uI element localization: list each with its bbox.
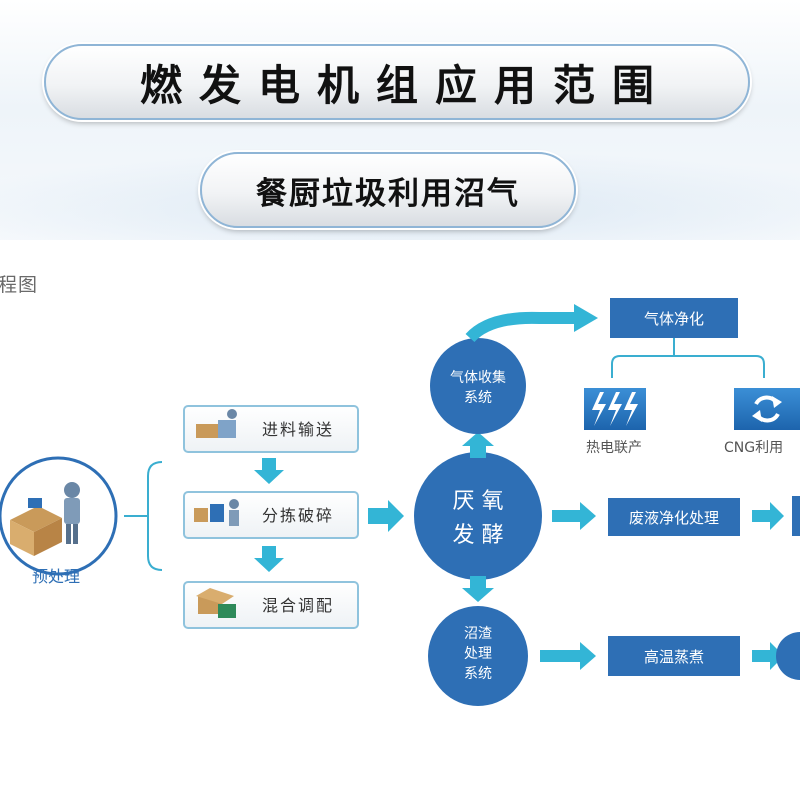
worker-icon xyxy=(10,482,80,556)
title-banner: 燃发电机组应用范围 xyxy=(44,44,750,120)
gas-collection-circle xyxy=(430,338,526,434)
curved-arrow-head xyxy=(574,304,598,332)
lightning-icon xyxy=(592,392,638,426)
residue-next-stage-edge xyxy=(776,632,800,680)
arrow-down-residue xyxy=(462,576,494,602)
step-mix-label: 混合调配 xyxy=(262,596,334,615)
liquid-treatment-box: 废液净化处理 xyxy=(608,498,740,536)
step-sort-crush: 分拣破碎 xyxy=(183,491,359,539)
curved-arrow-body xyxy=(465,311,576,343)
gas-purification-label: 气体净化 xyxy=(644,310,704,328)
subtitle-banner: 餐厨垃圾利用沼气 xyxy=(200,152,576,228)
arrow-to-high-temp xyxy=(540,642,596,670)
gas-collection-node: 气体收集 系统 xyxy=(430,338,526,434)
step-feed-transport: 进料输送 xyxy=(183,405,359,453)
arrow-up-gas xyxy=(462,432,494,458)
bracket-connector xyxy=(124,461,163,571)
residue-label-line2: 处理 xyxy=(464,646,492,662)
page-subtitle: 餐厨垃圾利用沼气 xyxy=(256,175,520,212)
cng-label: CNG利用 xyxy=(724,440,783,456)
cng-node: CNG利用 xyxy=(724,388,800,456)
gas-collection-label-line2: 系统 xyxy=(464,390,492,406)
chp-node: 热电联产 xyxy=(584,388,646,456)
step-down-arrows xyxy=(254,458,284,572)
sorting-icon xyxy=(194,499,239,526)
liquid-next-stage-edge xyxy=(792,496,800,536)
process-flow-diagram: 预处理 进料输送 分拣破碎 混合调配 xyxy=(0,298,800,706)
anaerobic-digestion-node: 厌 氧 发 酵 xyxy=(414,452,542,580)
conveyor-icon xyxy=(196,409,237,438)
mixing-icon xyxy=(196,588,236,618)
step-feed-label: 进料输送 xyxy=(262,420,334,439)
arrow-liquid-out xyxy=(752,502,784,530)
digestion-label-line2: 发 酵 xyxy=(453,523,504,548)
branch-connector xyxy=(611,338,765,378)
chp-label: 热电联产 xyxy=(586,440,642,456)
residue-node: 沼渣 处理 系统 xyxy=(428,606,528,706)
pretreatment-label: 预处理 xyxy=(32,567,80,586)
digestion-label-line1: 厌 氧 xyxy=(453,489,504,514)
refresh-icon-bg xyxy=(734,388,800,430)
arrow-down-2 xyxy=(254,546,284,572)
high-temp-label: 高温蒸煮 xyxy=(644,648,704,666)
arrow-down-1 xyxy=(254,458,284,484)
residue-label-line1: 沼渣 xyxy=(464,626,492,642)
arrow-to-liquid xyxy=(552,502,596,530)
page-title: 燃发电机组应用范围 xyxy=(139,60,671,110)
cropped-caption: 程图 xyxy=(0,274,39,296)
step-mix-blend: 混合调配 xyxy=(183,581,359,629)
digestion-circle xyxy=(414,452,542,580)
gas-purification-box: 气体净化 xyxy=(610,298,738,338)
arrow-to-digestion xyxy=(368,500,404,532)
arrow-high-temp-out xyxy=(752,642,784,670)
high-temp-box: 高温蒸煮 xyxy=(608,636,740,676)
step-sort-label: 分拣破碎 xyxy=(262,506,334,525)
liquid-treatment-label: 废液净化处理 xyxy=(629,509,719,527)
pretreatment-node: 预处理 xyxy=(0,456,118,586)
gas-collection-label-line1: 气体收集 xyxy=(450,369,506,386)
residue-circle xyxy=(428,606,528,706)
residue-label-line3: 系统 xyxy=(464,666,492,682)
